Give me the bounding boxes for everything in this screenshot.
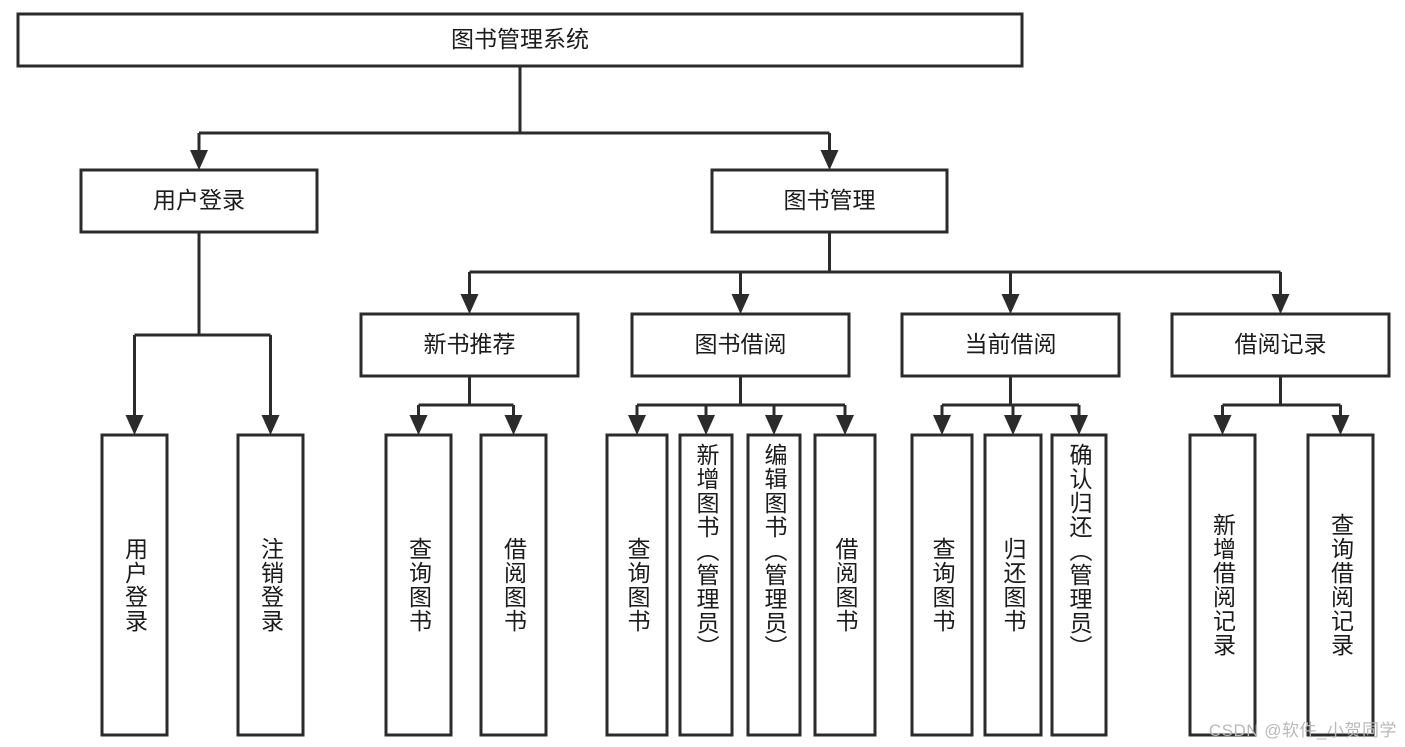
node-leaf-6-rect	[746, 433, 802, 737]
l3-arrow-0-1	[504, 415, 523, 435]
node-leaf-11-rect	[1188, 433, 1257, 737]
node-level2-1[interactable]: 图书管理	[710, 168, 949, 234]
node-leaf-3-rect	[479, 433, 548, 737]
node-leaf-5[interactable]	[678, 433, 734, 737]
connectors-layer	[125, 66, 1350, 435]
level3-arrow-3	[1271, 294, 1290, 314]
node-level3-3[interactable]: 借阅记录	[1170, 312, 1391, 378]
node-leaf-3[interactable]	[479, 433, 548, 737]
node-leaf-4[interactable]	[605, 433, 669, 737]
node-leaf-2[interactable]	[384, 433, 453, 737]
node-root-book-system[interactable]: 图书管理系统	[16, 12, 1024, 68]
node-leaf-10-rect	[1050, 433, 1108, 737]
node-level3-1-label: 图书借阅	[695, 331, 787, 357]
level3-arrow-0	[460, 294, 479, 314]
node-leaf-12[interactable]	[1306, 433, 1375, 737]
node-leaf-1-rect	[236, 433, 305, 737]
level3-arrow-1	[731, 294, 750, 314]
node-root-book-system-label: 图书管理系统	[451, 26, 589, 52]
l3-arrow-1-0	[628, 415, 646, 435]
node-level3-3-label: 借阅记录	[1235, 331, 1327, 357]
node-leaf-7-rect	[813, 433, 877, 737]
node-level2-0[interactable]: 用户登录	[79, 168, 319, 234]
node-level3-0[interactable]: 新书推荐	[359, 312, 580, 378]
node-level2-0-rect	[79, 168, 319, 234]
node-leaf-0-rect	[100, 433, 169, 737]
node-leaf-0[interactable]	[100, 433, 169, 737]
l3-arrow-2-2	[1070, 415, 1088, 435]
node-leaf-11[interactable]	[1188, 433, 1257, 737]
node-leaf-4-rect	[605, 433, 669, 737]
l3-arrow-1-2	[765, 415, 783, 435]
node-leaf-7[interactable]	[813, 433, 877, 737]
node-level3-3-rect	[1170, 312, 1391, 378]
level2-arrow-1	[820, 150, 839, 170]
node-level3-2-rect	[900, 312, 1121, 378]
csdn-watermark: CSDN @软件_小贺同学	[1208, 721, 1397, 740]
node-leaf-12-rect	[1306, 433, 1375, 737]
node-leaf-10[interactable]	[1050, 433, 1108, 737]
node-level3-2-label: 当前借阅	[965, 331, 1057, 357]
node-leaf-6[interactable]	[746, 433, 802, 737]
node-level3-0-label: 新书推荐	[424, 331, 516, 357]
node-root-book-system-rect	[16, 12, 1024, 68]
node-level3-2[interactable]: 当前借阅	[900, 312, 1121, 378]
node-level3-1-rect	[630, 312, 851, 378]
l3-arrow-2-0	[933, 415, 951, 435]
node-leaf-8-rect	[910, 433, 974, 737]
l3-arrow-1-3	[836, 415, 854, 435]
node-level3-0-rect	[359, 312, 580, 378]
login-leaf-arrow-0	[125, 415, 144, 435]
node-leaf-5-rect	[678, 433, 734, 737]
level3-arrow-2	[1001, 294, 1020, 314]
l3-arrow-3-1	[1331, 415, 1350, 435]
l3-arrow-3-0	[1213, 415, 1232, 435]
node-leaf-8[interactable]	[910, 433, 974, 737]
level2-arrow-0	[190, 150, 208, 170]
node-level2-0-label: 用户登录	[153, 187, 245, 213]
l3-arrow-2-1	[1004, 415, 1022, 435]
node-leaf-9[interactable]	[983, 433, 1043, 737]
node-level2-1-label: 图书管理	[784, 187, 876, 213]
l3-arrow-0-0	[409, 415, 428, 435]
login-leaf-arrow-1	[261, 415, 280, 435]
node-level2-1-rect	[710, 168, 949, 234]
node-level3-1[interactable]: 图书借阅	[630, 312, 851, 378]
node-leaf-2-rect	[384, 433, 453, 737]
l3-arrow-1-1	[697, 415, 715, 435]
node-leaf-1[interactable]	[236, 433, 305, 737]
node-leaf-9-rect	[983, 433, 1043, 737]
